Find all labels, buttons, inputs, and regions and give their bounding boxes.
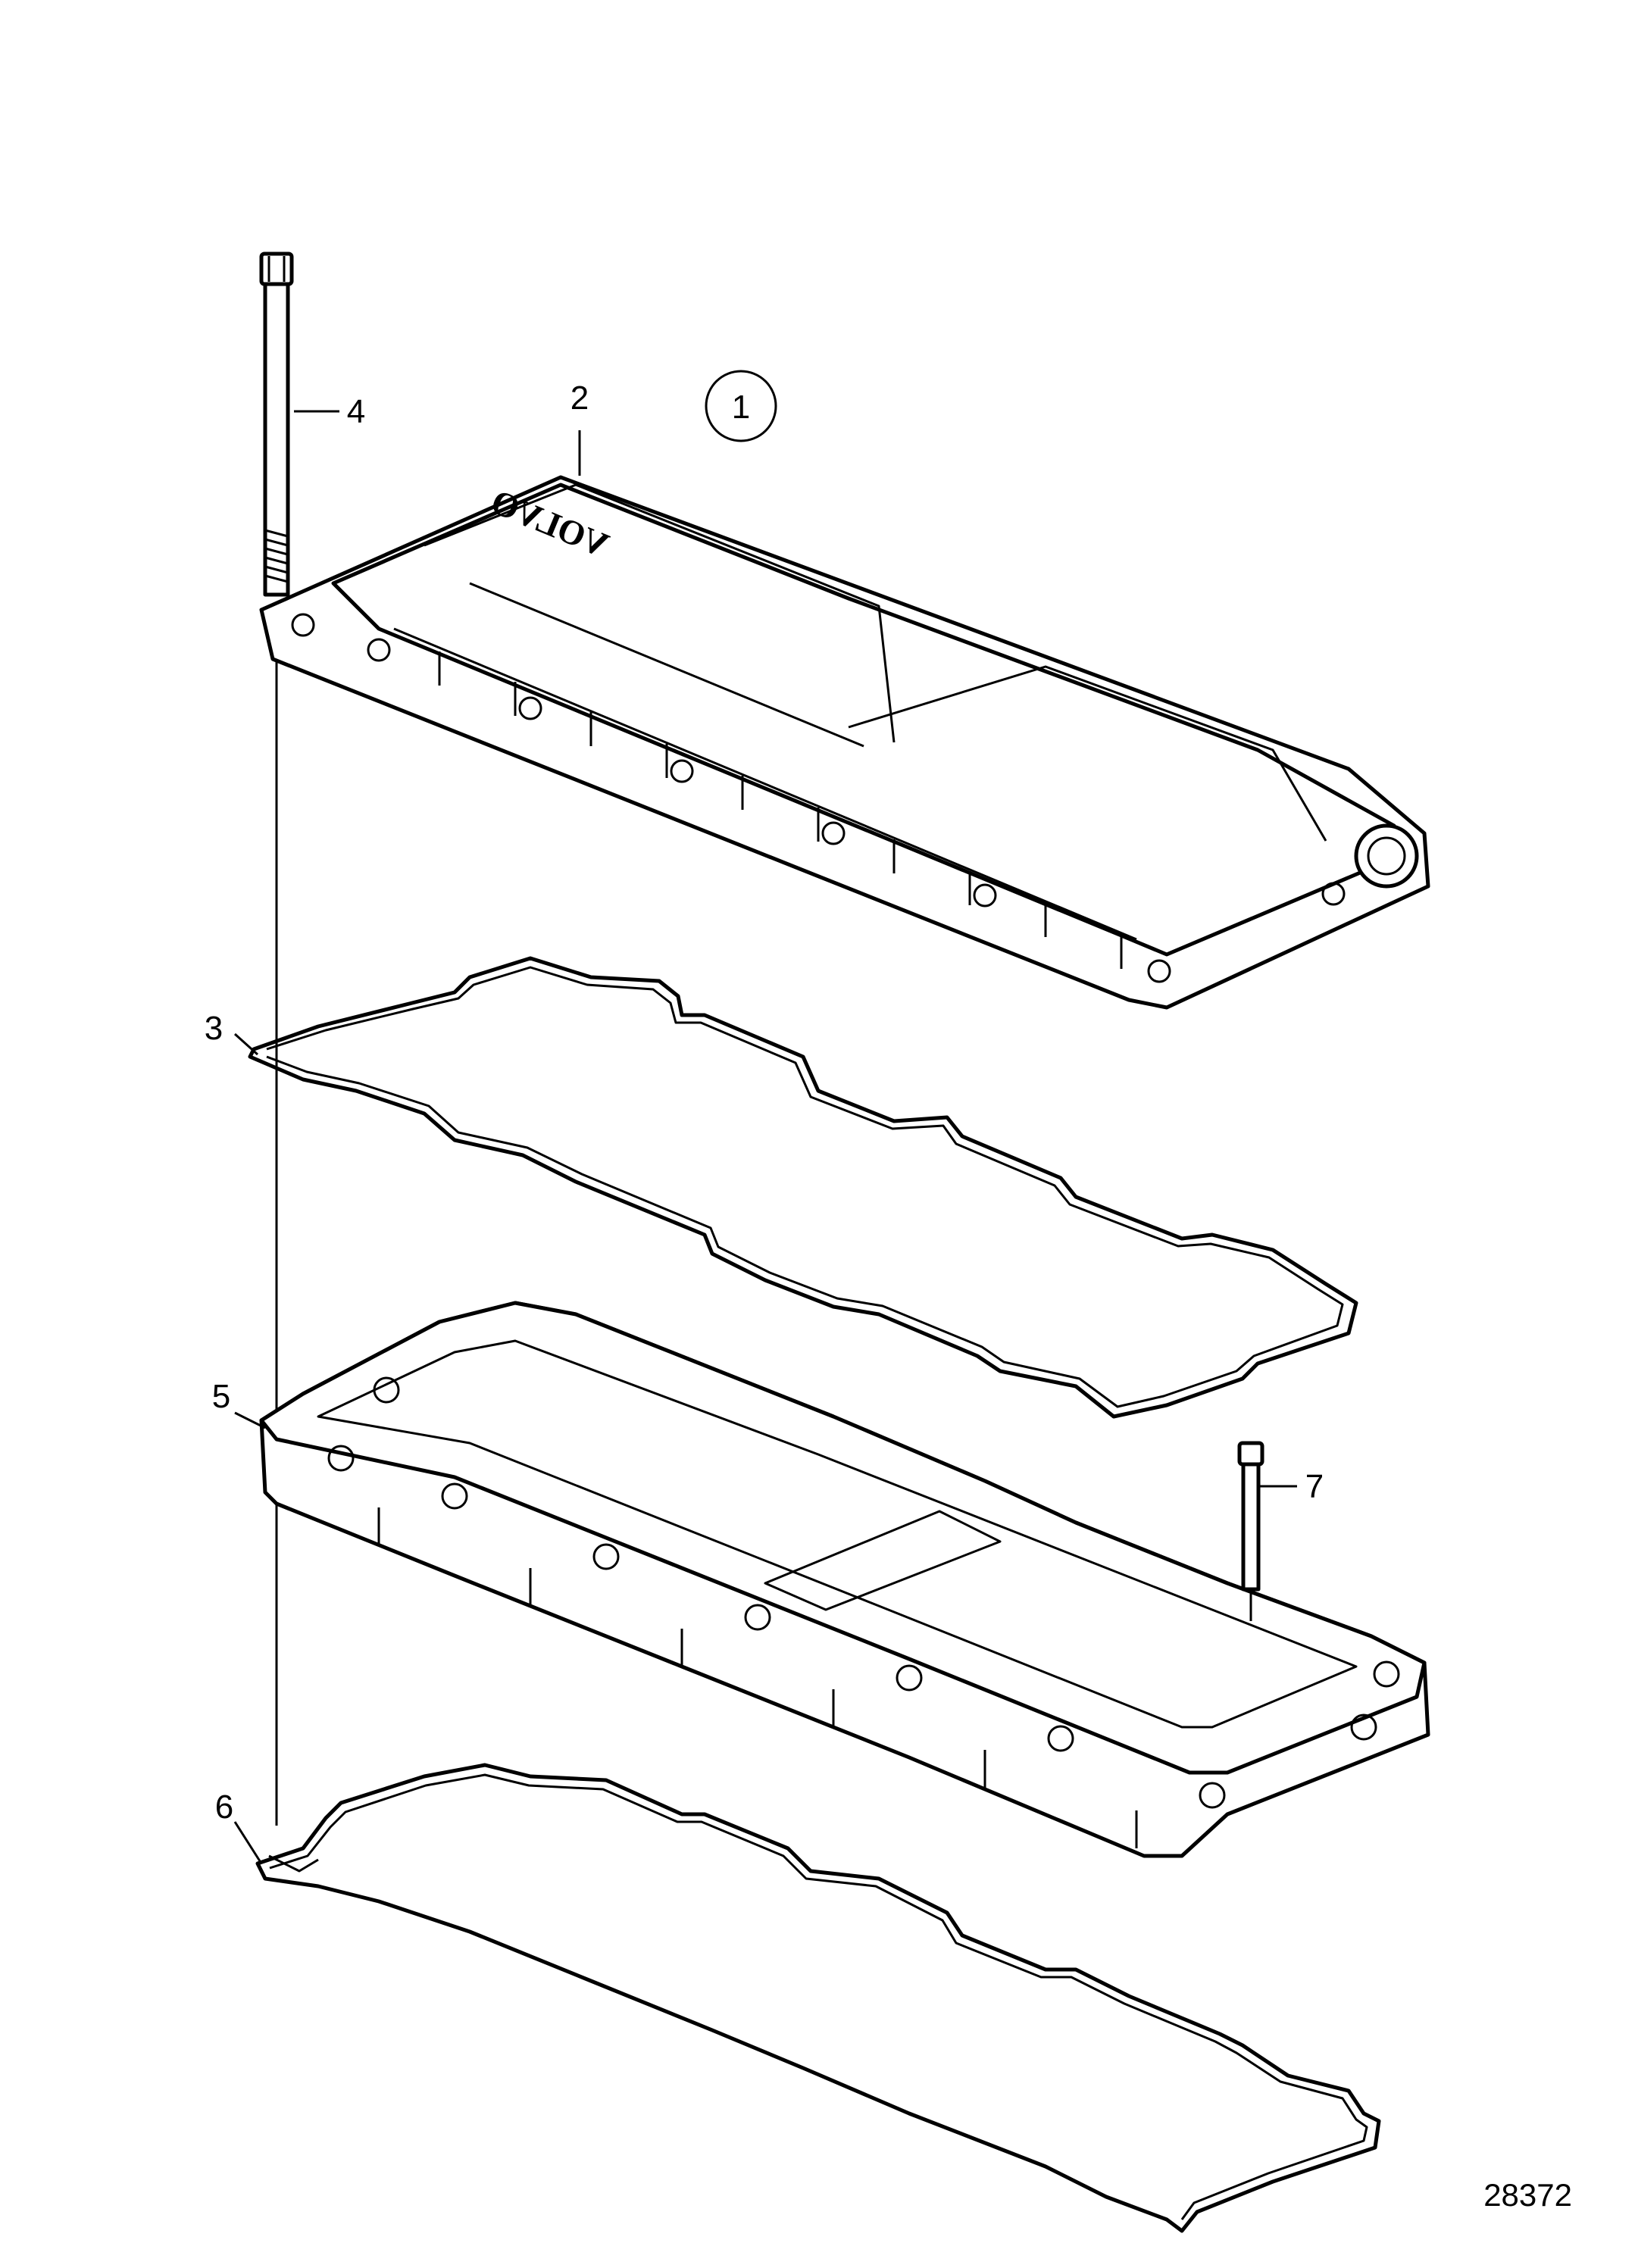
assembly-callout-circle [705,370,777,442]
long-bolt-callout-label: 4 [347,393,365,430]
leader-line-3 [233,1032,259,1056]
valve-cover-part: VOLVO [259,475,1430,1010]
leader-line-6 [233,1821,263,1864]
figure-number: 28372 [1483,2177,1572,2213]
leader-line-5 [234,1411,266,1429]
short-bolt-callout-label: 7 [1305,1468,1324,1505]
lower-gasket-part [255,1763,1381,2233]
cover-callout-label: 2 [570,380,589,417]
long-bolt-part [259,251,294,597]
frame-callout-label: 5 [212,1378,230,1415]
short-bolt-part [1237,1441,1264,1621]
upper-gasket-part [248,956,1358,1419]
ladder-frame-part [259,1301,1430,1858]
assembly-callout-label: 1 [732,389,750,426]
lower-gasket-callout-label: 6 [215,1788,233,1826]
upper-gasket-callout-label: 3 [205,1010,223,1047]
